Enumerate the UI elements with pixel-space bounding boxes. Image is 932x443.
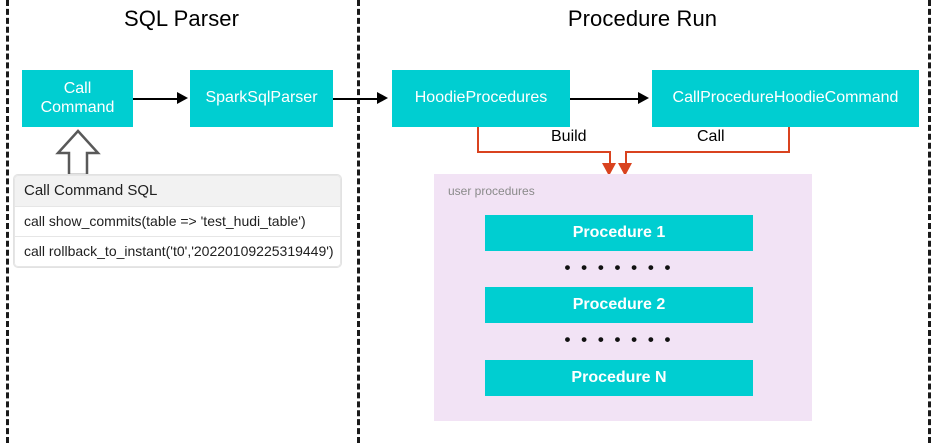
connector-build-arrowhead: [602, 163, 616, 176]
connector-build-down-stem: [609, 151, 611, 166]
arrow-head-hoodie-procedures-to-command: [638, 92, 649, 104]
node-call-command[interactable]: Call Command: [22, 70, 133, 127]
connector-call-down-stem: [625, 151, 627, 166]
sql-table-row-1: call show_commits(table => 'test_hudi_ta…: [14, 207, 341, 237]
node-call-procedure-hoodie-command[interactable]: CallProcedureHoodieCommand: [652, 70, 919, 127]
procedure-item-2[interactable]: Procedure 2: [485, 287, 753, 323]
node-spark-sql-parser[interactable]: SparkSqlParser: [190, 70, 333, 127]
connector-build-horizontal: [477, 151, 609, 153]
connector-build-left-stem: [477, 127, 479, 151]
arrow-hoodie-procedures-to-command: [570, 98, 638, 100]
connector-label-call: Call: [692, 128, 730, 146]
connector-label-build: Build: [546, 128, 592, 146]
procedure-separator-1: • • • • • • •: [564, 258, 674, 277]
arrow-call-command-to-parser: [133, 98, 177, 100]
connector-call-arrowhead: [618, 163, 632, 176]
connector-call-horizontal: [625, 151, 790, 153]
sql-table-header: Call Command SQL: [14, 175, 341, 207]
arrow-head-parser-to-hoodie-procedures: [377, 92, 388, 104]
arrow-head-call-command-to-parser: [177, 92, 188, 104]
connector-call-right-stem: [788, 127, 790, 151]
procedure-item-1[interactable]: Procedure 1: [485, 215, 753, 251]
call-command-sql-table: Call Command SQL call show_commits(table…: [14, 175, 341, 267]
arrow-parser-to-hoodie-procedures: [333, 98, 377, 100]
divider-right: [928, 0, 931, 443]
user-procedures-label: user procedures: [448, 184, 535, 198]
section-title-sql-parser: SQL Parser: [123, 6, 240, 31]
divider-left: [6, 0, 9, 443]
procedure-separator-2: • • • • • • •: [564, 330, 674, 349]
divider-middle: [357, 0, 360, 443]
node-hoodie-procedures[interactable]: HoodieProcedures: [392, 70, 570, 127]
section-title-procedure-run: Procedure Run: [567, 6, 718, 31]
sql-table-row-2: call rollback_to_instant('t0','202201092…: [14, 237, 341, 267]
procedure-item-n[interactable]: Procedure N: [485, 360, 753, 396]
